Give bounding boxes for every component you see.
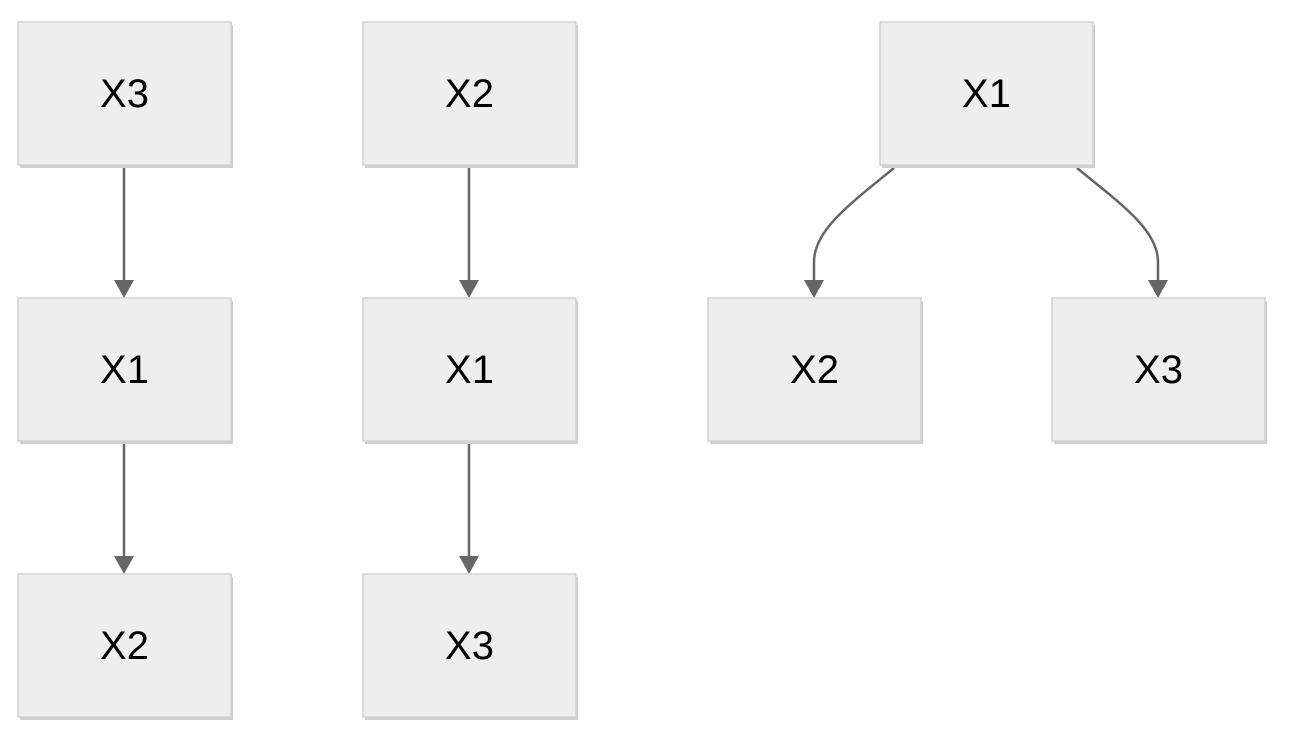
edge-c-root-to-right xyxy=(1076,167,1168,298)
node-c-right[interactable]: X3 xyxy=(1051,297,1267,444)
node-c-root[interactable]: X1 xyxy=(879,21,1095,168)
node-label: X1 xyxy=(445,348,494,392)
node-b-mid[interactable]: X1 xyxy=(362,297,578,444)
node-label: X2 xyxy=(100,624,149,668)
node-label: X2 xyxy=(790,348,839,392)
edge-b-top-to-mid xyxy=(459,166,479,298)
node-label: X3 xyxy=(1134,348,1183,392)
node-c-left[interactable]: X2 xyxy=(707,297,923,444)
node-label: X3 xyxy=(100,72,149,116)
node-label: X1 xyxy=(100,348,149,392)
edge-c-root-to-left xyxy=(804,167,895,298)
edge-a-mid-to-bot xyxy=(114,442,134,574)
chain-diagram-a: X3 X1 X2 xyxy=(17,21,233,720)
fork-diagram-c: X1 X2 X3 xyxy=(707,21,1267,444)
node-b-top[interactable]: X2 xyxy=(362,21,578,168)
node-label: X2 xyxy=(445,72,494,116)
chain-diagram-b: X2 X1 X3 xyxy=(362,21,578,720)
node-b-bot[interactable]: X3 xyxy=(362,573,578,720)
node-label: X1 xyxy=(962,72,1011,116)
edge-a-top-to-mid xyxy=(114,166,134,298)
node-label: X3 xyxy=(445,624,494,668)
node-a-bot[interactable]: X2 xyxy=(17,573,233,720)
node-a-mid[interactable]: X1 xyxy=(17,297,233,444)
node-a-top[interactable]: X3 xyxy=(17,21,233,168)
edge-b-mid-to-bot xyxy=(459,442,479,574)
